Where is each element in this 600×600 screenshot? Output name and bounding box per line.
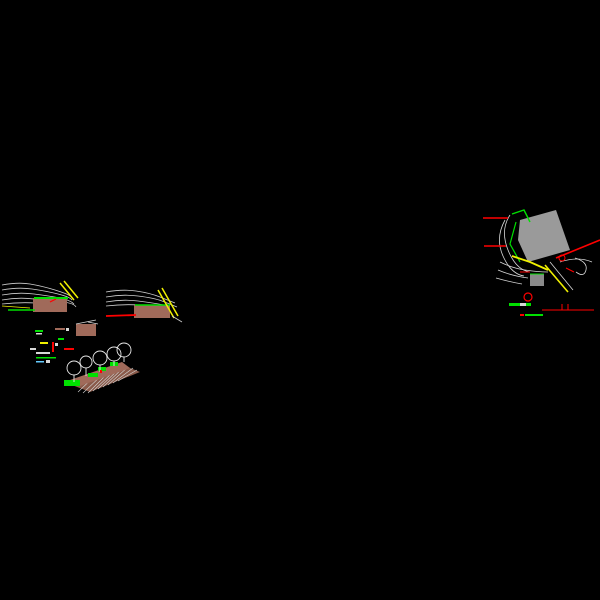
detail-cluster [30, 319, 99, 363]
ground-block [134, 305, 170, 318]
ground-block [33, 298, 67, 312]
tree-perspective-drawing [64, 342, 140, 394]
plan-legend [509, 292, 594, 316]
site-plan-drawing [483, 209, 600, 293]
left-section-drawing-2 [105, 287, 183, 323]
left-section-drawing-1 [1, 280, 79, 312]
